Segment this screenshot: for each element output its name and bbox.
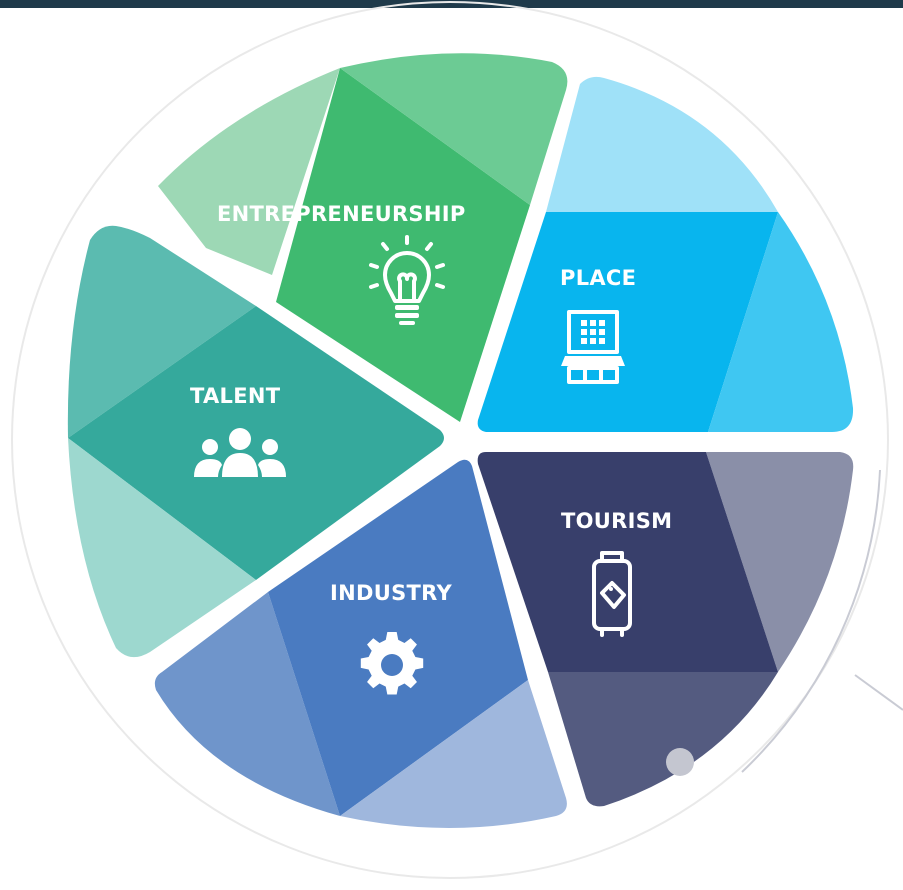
accent-connector-line	[854, 674, 903, 711]
entrepreneurship-shape-light	[158, 68, 340, 275]
place-shape-main	[477, 212, 778, 432]
place-shape-medium	[708, 212, 854, 432]
entrepreneurship-label: ENTREPRENEURSHIP	[217, 202, 466, 226]
industry-shape-light	[154, 592, 340, 816]
tourism-dot-marker	[666, 748, 694, 776]
industry-shape-medium	[340, 680, 567, 828]
industry-shape-main	[268, 459, 528, 816]
segment-industry[interactable]: INDUSTRY	[154, 459, 567, 828]
place-label: PLACE	[560, 266, 636, 290]
talent-shape-light	[68, 438, 256, 658]
accent-arc	[741, 469, 881, 773]
luggage-icon	[592, 551, 632, 637]
entrepreneurship-shape-medium	[340, 53, 568, 205]
talent-shape-medium	[67, 225, 256, 438]
tourism-shape-medium	[548, 672, 778, 807]
segment-place[interactable]: PLACE	[477, 76, 854, 432]
outer-ring	[11, 1, 889, 879]
industry-label: INDUSTRY	[330, 581, 452, 605]
top-bar	[0, 0, 903, 8]
segment-tourism[interactable]: TOURISM	[477, 452, 854, 807]
segment-talent[interactable]: TALENT	[67, 225, 444, 658]
people-icon	[194, 428, 286, 477]
gear-icon	[360, 632, 424, 695]
talent-shape-main	[68, 306, 444, 580]
building-icon	[561, 310, 625, 384]
place-shape-light	[546, 76, 778, 212]
lightbulb-icon	[369, 235, 445, 325]
entrepreneurship-shape-main	[276, 68, 530, 422]
tourism-label: TOURISM	[561, 509, 672, 533]
talent-label: TALENT	[190, 384, 281, 408]
tourism-shape-light	[706, 452, 854, 672]
segment-entrepreneurship[interactable]: ENTREPRENEURSHIP	[158, 53, 568, 422]
